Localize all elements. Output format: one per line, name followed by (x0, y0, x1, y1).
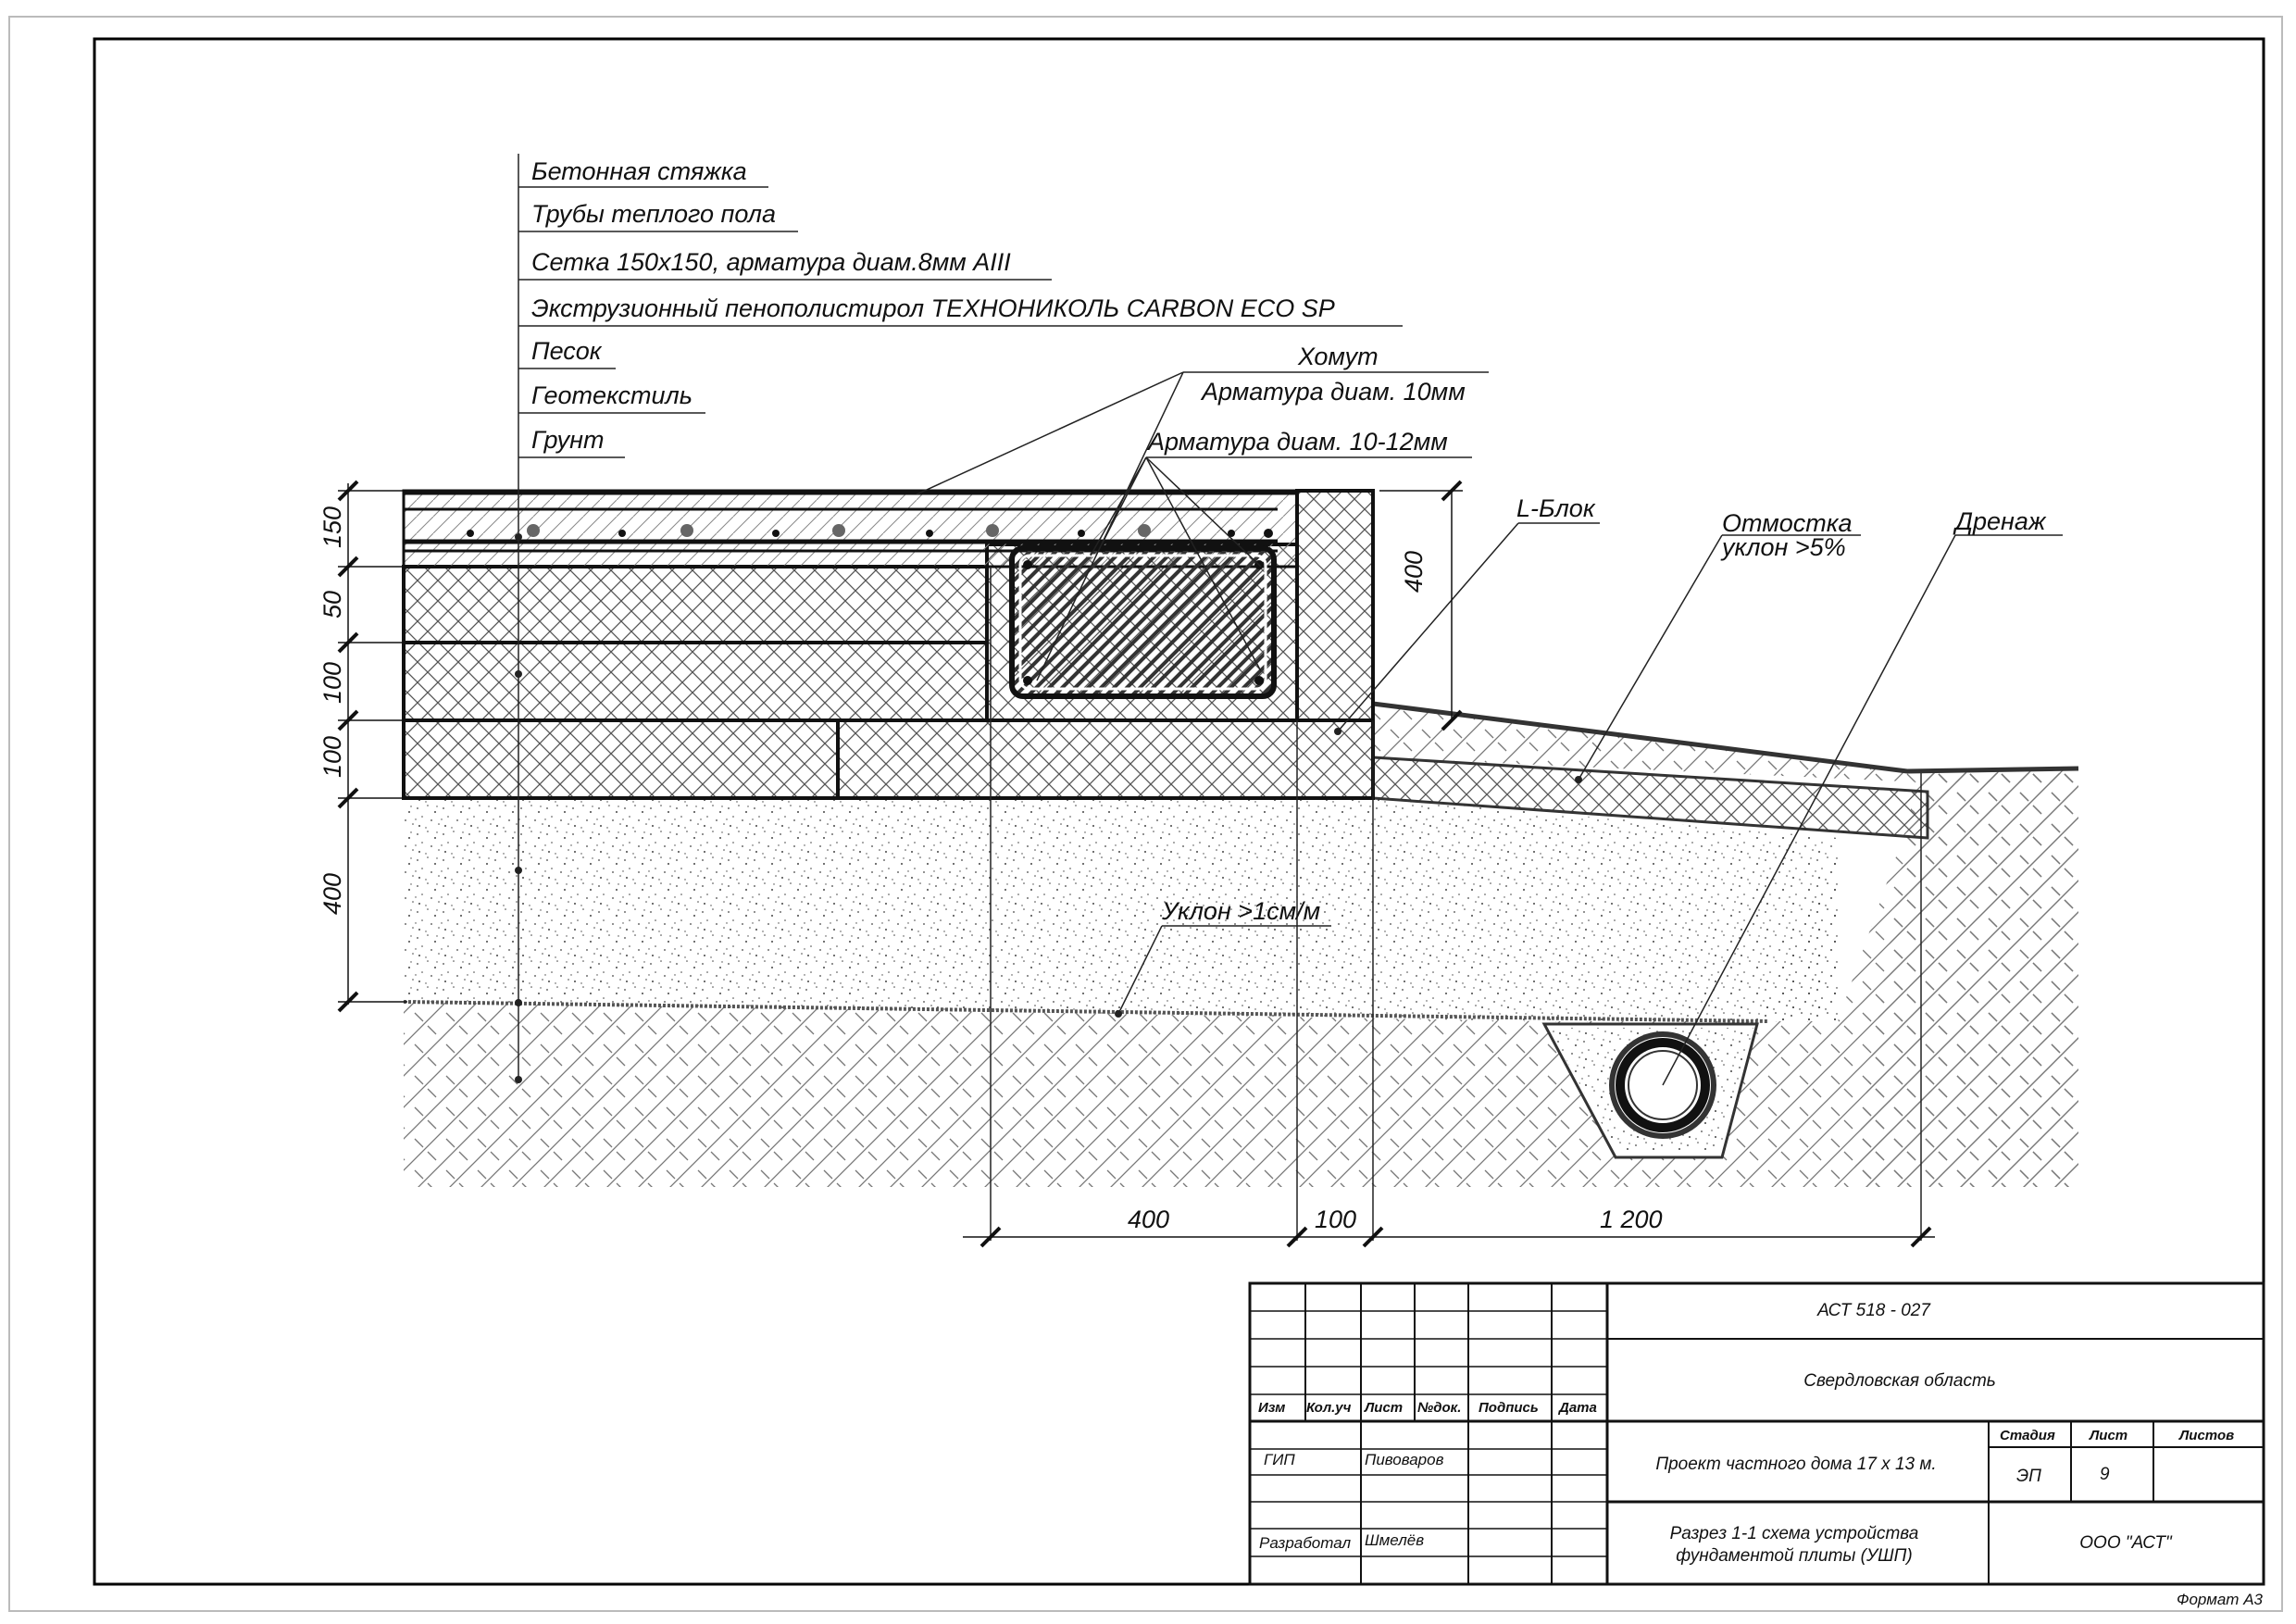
label-slope: Уклон >1см/м (1161, 897, 1320, 925)
label-drainage: Дренаж (1953, 507, 2047, 535)
label-ground: Грунт (531, 426, 604, 454)
dim-h-400: 400 (1128, 1206, 1169, 1233)
tb-stage-label: Стадия (2000, 1428, 2055, 1443)
label-clamp: Хомут (1297, 343, 1379, 370)
sand-trench-side (1759, 838, 1838, 1021)
sand-layer (404, 798, 1838, 1021)
dimension-ticks (337, 480, 1932, 1248)
label-rebar-10: Арматура диам. 10мм (1200, 378, 1466, 406)
l-block (1295, 489, 1375, 722)
dim-100-b: 100 (318, 736, 346, 778)
rebar-clamp (1018, 554, 1267, 691)
tb-sheet-number: 9 (2100, 1465, 2110, 1484)
tb-sheet-title-2: фундаментой плиты (УШП) (1676, 1546, 1912, 1566)
tb-project: Проект частного дома 17 х 13 м. (1655, 1455, 1936, 1474)
tb-sheets-label: Листов (2178, 1428, 2234, 1443)
tb-header-date: Дата (1557, 1400, 1597, 1416)
label-geotextile: Геотекстиль (531, 381, 693, 409)
dim-h-100: 100 (1315, 1206, 1356, 1233)
leader-lines (518, 154, 2063, 1241)
tb-name-gip: Пивоваров (1365, 1451, 1444, 1468)
tb-sheet-title-1: Разрез 1-1 схема устройства (1670, 1524, 1919, 1543)
dim-h-1200: 1 200 (1600, 1206, 1663, 1233)
title-block (1248, 1281, 2265, 1586)
drawing-frame (93, 37, 2265, 1586)
tb-stage: ЭП (2016, 1467, 2041, 1486)
geotextile-line (403, 1000, 1769, 1023)
xps-layer-upper (402, 565, 989, 644)
tb-code: АСТ 518 - 027 (1816, 1301, 1931, 1320)
drain-pipe-ring (1616, 1038, 1710, 1132)
label-l-block: L-Блок (1516, 494, 1596, 522)
tb-header-signature: Подпись (1479, 1400, 1539, 1416)
label-sand: Песок (531, 337, 603, 365)
label-rebar-10-12: Арматура диам. 10-12мм (1146, 428, 1448, 456)
tb-name-developer: Шмелёв (1365, 1531, 1424, 1549)
xps-layer-lower (402, 718, 1375, 800)
label-concrete-screed: Бетонная стяжка (531, 157, 747, 185)
tb-sheet-label: Лист (2089, 1428, 2128, 1443)
blind-area-soil-top (1373, 704, 2078, 782)
outer-sheet-border (8, 16, 2283, 1612)
soil-right (1852, 773, 2078, 1187)
leader-dots (515, 533, 1582, 1083)
tb-role-gip: ГИП (1264, 1451, 1295, 1468)
blind-area-top-line (1372, 701, 2079, 774)
xps-layer-mid (402, 641, 989, 722)
tb-role-developer: Разработал (1259, 1534, 1351, 1552)
underfloor-pipes (527, 524, 1151, 537)
tb-company: ООО "АСТ" (2079, 1533, 2173, 1553)
dim-100-a: 100 (318, 662, 346, 704)
dim-150: 150 (318, 506, 346, 548)
edge-beam (1009, 545, 1277, 699)
label-floor-heating-pipes: Трубы теплого пола (531, 200, 776, 228)
dim-lblock-400: 400 (1400, 551, 1428, 593)
format-label: Формат А3 (2177, 1591, 2264, 1608)
label-rebar-mesh: Сетка 150х150, арматура диам.8мм AIII (531, 248, 1011, 276)
label-xps-insulation: Экструзионный пенополистирол ТЕХНОНИКОЛЬ… (531, 294, 1335, 322)
tb-header-list: Лист (1364, 1400, 1403, 1416)
dim-50: 50 (318, 591, 346, 618)
label-blind-area: Отмостка (1722, 509, 1852, 537)
tb-header-izm: Изм (1258, 1400, 1285, 1416)
tb-region: Свердловская область (1803, 1371, 1996, 1391)
tb-header-kol: Кол.уч (1306, 1400, 1352, 1416)
label-blind-area-slope: уклон >5% (1720, 533, 1846, 561)
dim-400: 400 (318, 873, 346, 915)
tb-header-ndok: №док. (1417, 1400, 1461, 1416)
